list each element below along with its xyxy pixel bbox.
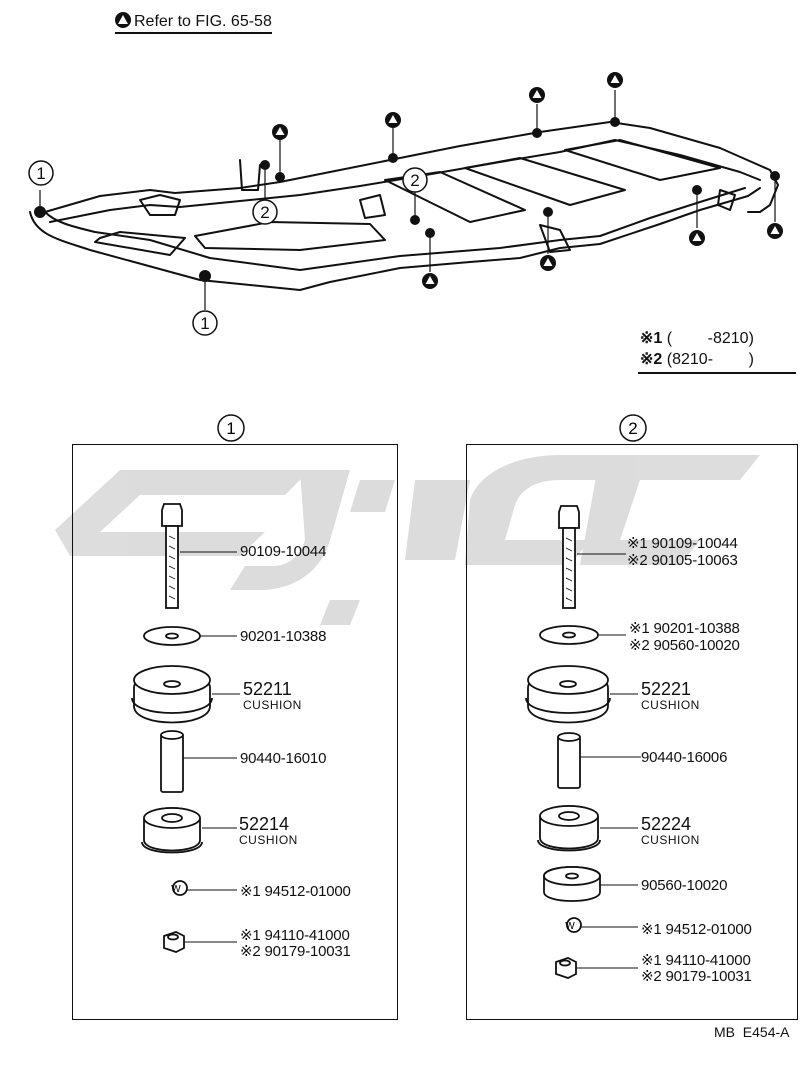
legend-mark-2: ※2: [640, 351, 663, 368]
diagram-code: MB E454-A: [714, 1024, 790, 1040]
p1-collar-number: 90440-16010: [240, 750, 327, 767]
legend-rule: [638, 372, 796, 374]
p1-bolt-number: 90109-10044: [240, 543, 327, 560]
callout-1-bottom: 1: [200, 314, 209, 333]
callout-2-left: 2: [260, 203, 269, 222]
p1-washer-number: 90201-10388: [240, 628, 327, 645]
p2-lower-cushion-number: 52224: [641, 814, 692, 834]
callout-2-right: 2: [410, 171, 419, 190]
p2-upper-cushion-name: CUSHION: [641, 698, 700, 712]
panel-2: [466, 444, 798, 1020]
panel-2-title: 2: [619, 414, 647, 442]
p2-collar-number: 90440-16006: [641, 749, 728, 766]
panel-1-title: 1: [217, 414, 245, 442]
frame-diagram: 1 1 2 2: [28, 72, 783, 336]
p2-upper-cushion: 52221 CUSHION: [641, 680, 700, 712]
p2-upper-cushion-number: 52221: [641, 679, 692, 699]
panel-2-parts: W: [525, 505, 641, 979]
p1-lower-cushion-name: CUSHION: [239, 833, 298, 847]
panel-1-parts: W: [131, 503, 240, 953]
figure-reference: Refer to FIG. 65-58: [115, 12, 272, 34]
p2-lower-cushion: 52224 CUSHION: [641, 815, 700, 847]
p2-bolt-number-b: ※2 90105-10063: [627, 552, 738, 569]
legend-mark-1: ※1: [640, 330, 663, 347]
p2-washer-number-a: ※1 90201-10388: [629, 620, 740, 637]
p2-bolt-number-a: ※1 90109-10044: [627, 535, 738, 552]
p1-nut-number-b: ※2 90179-10031: [240, 943, 351, 960]
p2-nut-number-a: ※1 94110-41000: [641, 952, 751, 969]
p2-washer-number-b: ※2 90560-10020: [629, 637, 740, 654]
p1-lower-cushion-number: 52214: [239, 814, 290, 834]
p2-spacer-number: 90560-10020: [641, 877, 728, 894]
p1-upper-cushion-name: CUSHION: [243, 698, 302, 712]
p1-lower-cushion: 52214 CUSHION: [239, 815, 298, 847]
triangle-circle-icon: [115, 12, 131, 28]
svg-text:2: 2: [628, 419, 637, 438]
svg-text:W: W: [171, 884, 181, 895]
legend-range-2: (8210- ): [666, 351, 754, 368]
p2-nut-number-b: ※2 90179-10031: [641, 968, 752, 985]
svg-text:1: 1: [226, 419, 235, 438]
figure-reference-text: Refer to FIG. 65-58: [134, 13, 272, 30]
p1-nut-number-a: ※1 94110-41000: [240, 927, 350, 944]
p2-lower-cushion-name: CUSHION: [641, 833, 700, 847]
legend-range-1: ( -8210): [666, 330, 754, 347]
bolt-head: [161, 503, 183, 527]
callout-1-top: 1: [36, 164, 45, 183]
p1-upper-cushion: 52211 CUSHION: [243, 680, 302, 712]
p1-upper-cushion-number: 52211: [243, 679, 292, 699]
p2-lock-washer-number: ※1 94512-01000: [641, 921, 752, 938]
p1-lock-washer-number: ※1 94512-01000: [240, 883, 351, 900]
bolt-shank: [165, 525, 179, 609]
svg-text:W: W: [565, 921, 575, 932]
serial-legend: ※1 ( -8210) ※2 (8210- ): [638, 328, 796, 374]
panel-1: [72, 444, 398, 1020]
